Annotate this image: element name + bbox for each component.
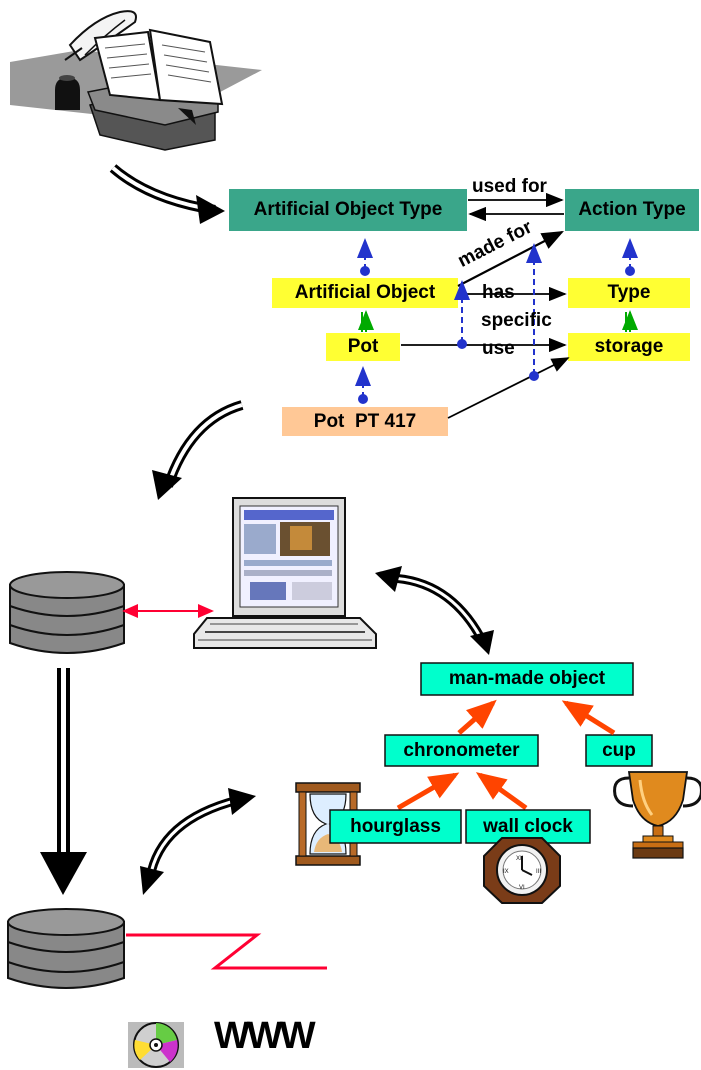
- specific-relation-label: specific: [481, 310, 552, 331]
- man-made-object-label: man-made object: [448, 668, 606, 689]
- pot-box: [326, 333, 400, 361]
- chronometer-box: [384, 734, 539, 767]
- trophy-cup-icon: [613, 771, 701, 859]
- cup-box: [585, 734, 653, 767]
- pot-instance-box: [282, 407, 448, 436]
- pot-label: Pot: [347, 336, 379, 357]
- svg-text:XII: XII: [516, 856, 524, 862]
- type-box: [568, 278, 690, 308]
- action-type-box: [565, 189, 699, 231]
- database-icon: [7, 908, 125, 989]
- svg-text:IX: IX: [503, 869, 509, 875]
- ontology-relations: [401, 192, 570, 419]
- used-for-relation-label: used for: [472, 176, 547, 197]
- storage-box: [568, 333, 690, 361]
- cd-rom-icon: [128, 1022, 184, 1068]
- flow-arrow-computer-taxonomy: [375, 566, 494, 655]
- wall-clock-icon: XII III VI IX: [483, 837, 561, 904]
- book-ink-clipart-icon: [10, 10, 262, 151]
- pot-instance-label: Pot PT 417: [313, 410, 417, 432]
- artificial-object-type-box: [229, 189, 467, 231]
- svg-text:VI: VI: [519, 885, 525, 891]
- artificial-object-type-label: Artificial Object Type: [253, 199, 443, 220]
- type-label: Type: [607, 282, 651, 303]
- flow-arrow-ontology-to-computer: [152, 400, 244, 500]
- flow-arrow-db-to-db: [40, 668, 87, 895]
- storage-label: storage: [594, 336, 664, 357]
- computer-terminal-icon: [193, 497, 377, 649]
- www-label: WWW: [214, 1015, 316, 1057]
- flow-arrow-book-to-ontology: [109, 164, 225, 224]
- cup-label: cup: [602, 739, 636, 761]
- artificial-object-box: [272, 278, 458, 308]
- hourglass-label: hourglass: [350, 815, 441, 837]
- subclass-links: [358, 310, 638, 332]
- artificial-object-label: Artificial Object: [294, 282, 436, 303]
- instance-links: [355, 238, 638, 404]
- flow-arrow-db-taxonomy: [140, 788, 256, 895]
- taxonomy-links: [396, 699, 616, 811]
- man-made-object-box: [420, 662, 634, 696]
- wall-clock-label: wall clock: [483, 815, 573, 837]
- chronometer-label: chronometer: [403, 739, 520, 761]
- hourglass-box: [329, 809, 462, 844]
- svg-text:III: III: [536, 869, 541, 875]
- action-type-label: Action Type: [578, 199, 686, 220]
- use-relation-label: use: [482, 338, 515, 359]
- database-icon: [9, 571, 125, 654]
- has-relation-label: has: [482, 282, 515, 303]
- network-link: [126, 933, 327, 970]
